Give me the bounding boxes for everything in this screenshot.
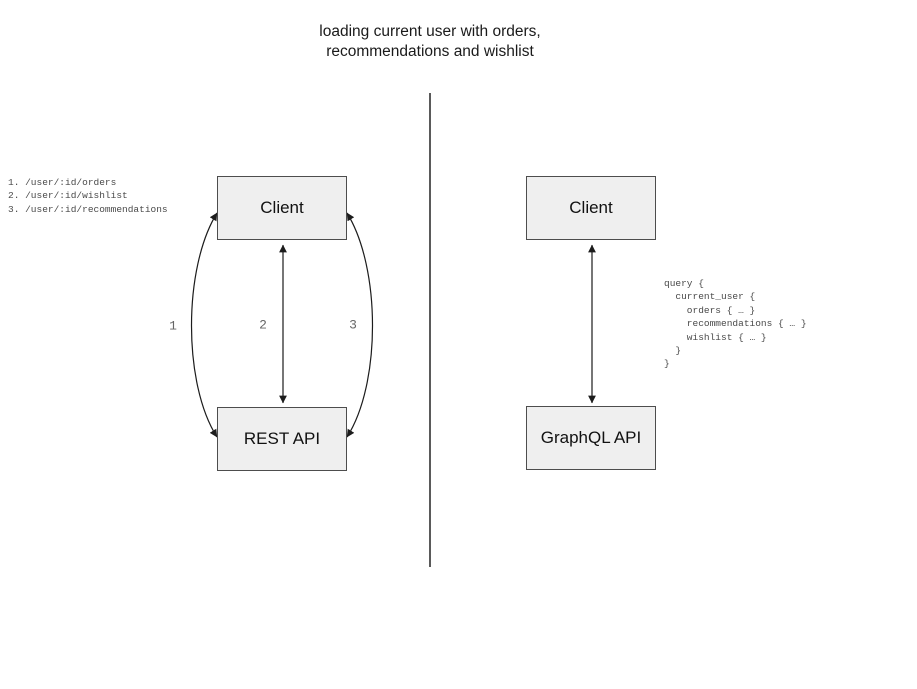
rest-arrow-label-1: 1 [169,318,177,334]
graphql-api-node-label: GraphQL API [540,428,642,447]
rest-arrow-label-3: 3 [349,317,357,333]
rest-client-node: Client [217,176,347,240]
diagram-title: loading current user with orders, recomm… [250,22,610,62]
rest-api-node-label: REST API [243,429,321,448]
graphql-client-node-label: Client [569,198,613,217]
rest-arrow-label-2: 2 [259,317,267,333]
rest-client-node-label: Client [260,198,304,217]
rest-api-node: REST API [217,407,347,471]
rest-endpoint-list: 1. /user/:id/orders 2. /user/:id/wishlis… [8,177,168,215]
rest-arrow-1-curve [190,212,218,438]
graphql-client-node: Client [526,176,656,240]
diagram-title-line-1: loading current user with orders, [319,23,541,40]
graphql-api-node: GraphQL API [526,406,656,470]
diagram-title-line-2: recommendations and wishlist [326,43,534,60]
graphql-query-snippet: query { current_user { orders { … } reco… [664,278,807,370]
panel-divider-line [429,93,431,567]
